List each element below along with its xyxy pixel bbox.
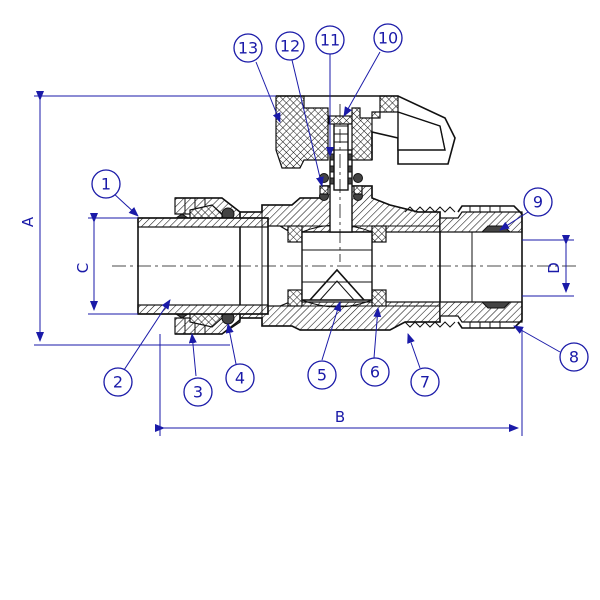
- svg-text:2: 2: [113, 373, 123, 392]
- pipe-wall-bottom: [137, 304, 269, 315]
- callout-3: 3: [183, 377, 213, 407]
- thread-bottom: [404, 321, 456, 328]
- union-tail-top: [439, 211, 523, 233]
- svg-text:10: 10: [378, 29, 398, 48]
- dimension-c-label: C: [74, 263, 92, 273]
- callout-7: 7: [410, 367, 440, 397]
- callout-12: 12: [275, 31, 305, 61]
- callout-2: 2: [103, 367, 133, 397]
- callout-leaders: [111, 51, 561, 377]
- callout-5: 5: [307, 360, 337, 390]
- svg-text:4: 4: [235, 369, 245, 388]
- right-connector: [404, 205, 523, 329]
- body-outline: [230, 185, 441, 331]
- dimension-d-label: D: [545, 262, 563, 274]
- callout-9: 9: [523, 187, 553, 217]
- svg-text:8: 8: [569, 348, 579, 367]
- union-tail-bottom: [439, 301, 523, 323]
- olive: [480, 225, 512, 309]
- callout-8: 8: [559, 342, 589, 372]
- seat-right-bottom: [371, 289, 387, 307]
- svg-text:9: 9: [533, 193, 543, 212]
- callout-13: 13: [233, 33, 263, 63]
- handle-cap: [275, 95, 329, 169]
- svg-text:6: 6: [370, 363, 380, 382]
- pipe-wall-top: [137, 217, 269, 228]
- left-connector: [137, 197, 269, 335]
- svg-text:12: 12: [280, 37, 300, 56]
- svg-text:5: 5: [317, 366, 327, 385]
- dimension-lines: [34, 91, 574, 436]
- callout-10: 10: [373, 23, 403, 53]
- centrelines: [112, 104, 578, 267]
- screw: [333, 117, 349, 191]
- svg-text:3: 3: [193, 383, 203, 402]
- callout-11: 11: [315, 25, 345, 55]
- seat-right-top: [371, 225, 387, 243]
- ball-slot: [309, 268, 365, 301]
- seat-left-bottom: [287, 289, 303, 307]
- seat-left-top: [287, 225, 303, 243]
- dimension-b-label: B: [335, 408, 345, 426]
- callout-4: 4: [225, 363, 255, 393]
- dimension-a-label: A: [19, 216, 37, 227]
- handle-lever: [276, 95, 456, 165]
- svg-text:13: 13: [238, 39, 258, 58]
- svg-text:7: 7: [420, 373, 430, 392]
- svg-text:11: 11: [320, 31, 340, 50]
- svg-text:1: 1: [101, 175, 111, 194]
- compression-nut: [457, 205, 523, 329]
- callout-1: 1: [91, 169, 121, 199]
- stem-o-ring-top-r: [353, 173, 363, 183]
- handle-assembly: [275, 95, 456, 233]
- thread-top: [404, 206, 456, 213]
- callout-6: 6: [360, 357, 390, 387]
